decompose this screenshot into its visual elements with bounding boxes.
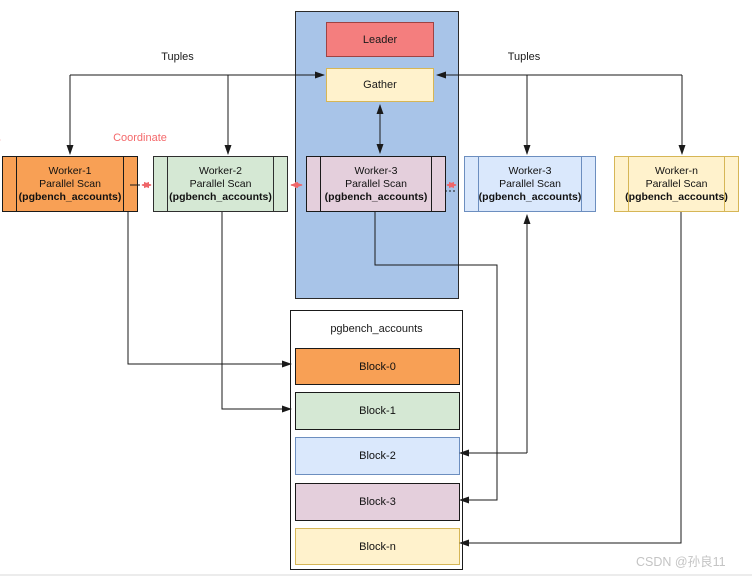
block-label: Block-1 bbox=[359, 405, 396, 417]
worker-target: (pgbench_accounts) bbox=[169, 190, 272, 203]
worker-target: (pgbench_accounts) bbox=[324, 190, 428, 203]
block-1: Block-1 bbox=[295, 392, 460, 430]
worker-name: Worker-n bbox=[655, 164, 698, 177]
gather-box: Gather bbox=[326, 68, 434, 102]
coordinate-label: Coordinate bbox=[113, 132, 167, 144]
process-bar bbox=[123, 157, 124, 211]
worker-role: Parallel Scan bbox=[39, 177, 101, 190]
worker-role: Parallel Scan bbox=[499, 177, 561, 190]
block-2: Block-2 bbox=[295, 437, 460, 475]
worker-3-blue-box: Worker-3 Parallel Scan (pgbench_accounts… bbox=[464, 156, 596, 212]
block-label: Block-n bbox=[359, 540, 396, 553]
pgbench-accounts-table: pgbench_accounts Block-0 Block-1 Block-2… bbox=[290, 310, 463, 570]
worker-3-purple-box: Worker-3 Parallel Scan (pgbench_accounts… bbox=[306, 156, 446, 212]
tuples-label-left: Tuples bbox=[161, 51, 194, 63]
worker-n-box: Worker-n Parallel Scan (pgbench_accounts… bbox=[614, 156, 739, 212]
worker-role: Parallel Scan bbox=[189, 177, 252, 190]
gather-label: Gather bbox=[363, 79, 397, 91]
worker-role: Parallel Scan bbox=[645, 177, 708, 190]
worker-name: Worker-1 bbox=[48, 164, 92, 177]
leader-label: Leader bbox=[362, 33, 398, 46]
worker-target: (pgbench_accounts) bbox=[478, 190, 582, 203]
arrow-worker1-to-block0 bbox=[127, 212, 292, 368]
block-label: Block-0 bbox=[359, 360, 396, 373]
block-n: Block-n bbox=[295, 528, 460, 565]
leader-box: Leader bbox=[326, 22, 434, 57]
worker-name: Worker-2 bbox=[199, 164, 242, 177]
worker-name: Worker-3 bbox=[508, 164, 552, 177]
table-title: pgbench_accounts bbox=[330, 323, 423, 335]
arrow-worker2-to-block1 bbox=[221, 212, 292, 413]
process-bar bbox=[167, 157, 168, 211]
arrow-worker-n-to-block-n bbox=[459, 212, 682, 547]
process-bar bbox=[320, 157, 321, 211]
worker-1-box: Worker-1 Parallel Scan (pgbench_accounts… bbox=[2, 156, 138, 212]
worker-target: (pgbench_accounts) bbox=[625, 190, 728, 203]
worker-target: (pgbench_accounts) bbox=[18, 190, 122, 203]
process-bar bbox=[273, 157, 274, 211]
process-bar bbox=[581, 157, 582, 211]
process-bar bbox=[478, 157, 479, 211]
block-label: Block-3 bbox=[359, 496, 396, 508]
process-bar bbox=[431, 157, 432, 211]
process-bar bbox=[724, 157, 725, 211]
worker-role: Parallel Scan bbox=[345, 177, 407, 190]
block-3: Block-3 bbox=[295, 483, 460, 521]
process-bar bbox=[628, 157, 629, 211]
worker-2-box: Worker-2 Parallel Scan (pgbench_accounts… bbox=[153, 156, 288, 212]
tuples-label-right: Tuples bbox=[507, 51, 541, 63]
block-label: Block-2 bbox=[359, 450, 396, 462]
block-0: Block-0 bbox=[295, 348, 460, 385]
worker-name: Worker-3 bbox=[354, 164, 398, 177]
csdn-watermark: CSDN @孙良11 bbox=[636, 555, 726, 569]
process-bar bbox=[16, 157, 17, 211]
